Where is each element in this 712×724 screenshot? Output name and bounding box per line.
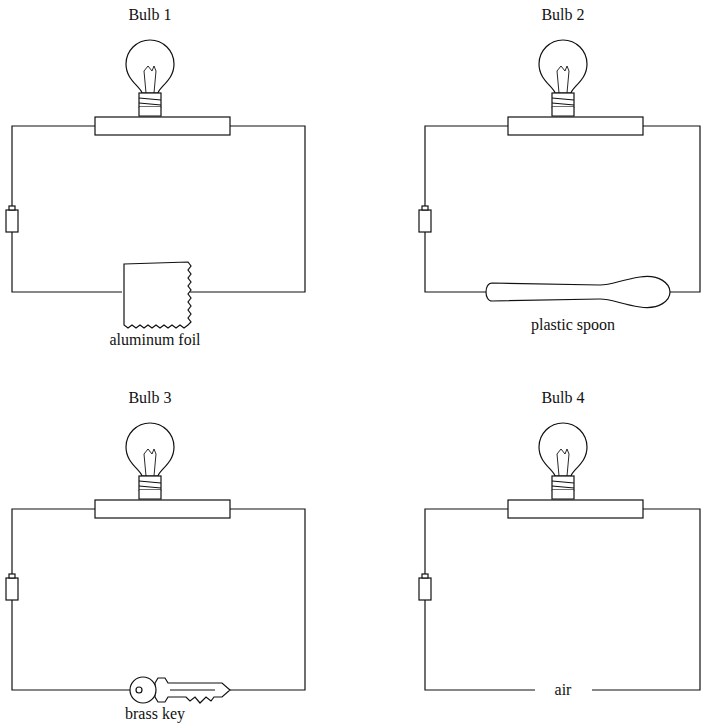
object-label: aluminum foil	[109, 331, 200, 349]
bulb-label: Bulb 3	[128, 389, 171, 407]
bulb-symbol	[508, 423, 643, 518]
bulb-label: Bulb 2	[541, 6, 584, 24]
object-label: brass key	[125, 705, 185, 723]
bulb-symbol	[95, 40, 230, 135]
object-label: air	[552, 681, 575, 699]
battery-symbol	[6, 574, 18, 600]
battery-symbol	[6, 206, 18, 232]
aluminum-foil	[124, 262, 191, 328]
bulb-symbol	[95, 423, 230, 518]
bulb-symbol	[508, 40, 643, 135]
circuit-wire	[425, 509, 700, 690]
circuit-wire	[425, 126, 700, 292]
battery-symbol	[419, 206, 431, 232]
object-label: plastic spoon	[531, 316, 615, 334]
battery-symbol	[419, 574, 431, 600]
bulb-label: Bulb 1	[128, 6, 171, 24]
plastic-spoon	[486, 276, 670, 307]
brass-key	[130, 677, 230, 703]
bulb-label: Bulb 4	[541, 389, 584, 407]
circuit-wire	[12, 509, 305, 690]
